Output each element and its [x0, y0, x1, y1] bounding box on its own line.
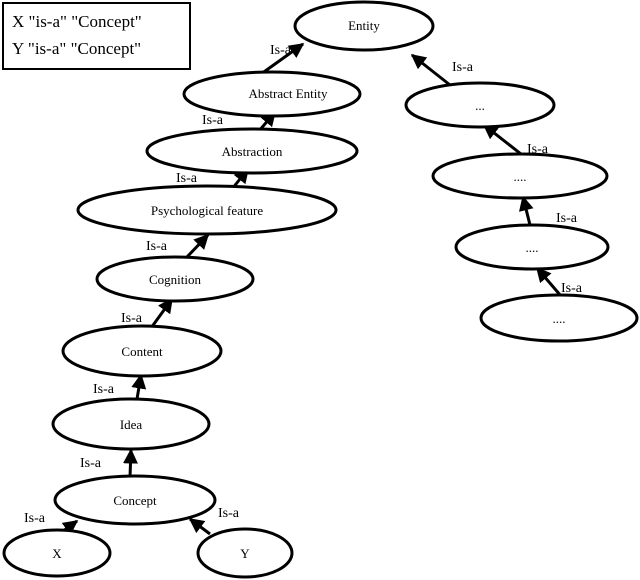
node-right4: ....: [479, 293, 639, 343]
edge-cognition-to-psychological-feature: [184, 233, 210, 260]
edge-label: Is-a: [24, 511, 46, 526]
edge-label: Is-a: [146, 239, 168, 254]
node-label: ...: [475, 98, 485, 113]
node-label: X: [52, 546, 62, 561]
node-label: Entity: [348, 18, 380, 33]
edges: [54, 42, 563, 539]
node-x: X: [2, 528, 112, 578]
node-abstract-entity: Abstract Entity: [182, 70, 362, 118]
node-label: Content: [121, 344, 163, 359]
legend-line-1: X "is-a" "Concept": [12, 12, 142, 31]
node-content: Content: [61, 324, 223, 378]
edge-label: Is-a: [202, 113, 224, 128]
node-y: Y: [196, 527, 294, 579]
edge-content-to-cognition: [149, 297, 174, 329]
edge-labels: Is-a Is-a Is-a Is-a Is-a Is-a Is-a Is-a …: [24, 43, 583, 526]
edge-label: Is-a: [270, 43, 292, 58]
edge-label: Is-a: [218, 506, 240, 521]
node-entity: Entity: [293, 0, 435, 52]
edge-right1-to-entity: [410, 53, 451, 87]
node-label: Abstraction: [222, 144, 283, 159]
edge-label: Is-a: [561, 281, 583, 296]
edge-idea-to-content: [131, 373, 147, 400]
edge-label: Is-a: [452, 60, 474, 75]
node-label: ....: [514, 169, 527, 184]
legend-line-2: Y "is-a" "Concept": [12, 39, 141, 58]
legend: X "is-a" "Concept" Y "is-a" "Concept": [2, 2, 191, 70]
edge-label: Is-a: [121, 311, 143, 326]
edge-label: Is-a: [80, 456, 102, 471]
edge-right4-to-right3: [535, 266, 563, 297]
node-right3: ....: [454, 223, 610, 271]
edge-label: Is-a: [93, 382, 115, 397]
node-concept: Concept: [53, 474, 217, 526]
node-label: Cognition: [149, 272, 202, 287]
edge-label: Is-a: [176, 171, 198, 186]
node-right1: ...: [404, 81, 556, 129]
edge-label: Is-a: [556, 211, 578, 226]
node-idea: Idea: [51, 397, 211, 451]
edge-right3-to-right2: [518, 195, 534, 226]
node-cognition: Cognition: [95, 255, 255, 303]
edge-abstract-entity-to-entity: [260, 42, 305, 76]
node-label: Psychological feature: [151, 203, 263, 218]
legend-box: [2, 2, 191, 70]
node-label: ....: [553, 311, 566, 326]
node-label: ....: [526, 240, 539, 255]
node-label: Concept: [113, 493, 157, 508]
node-right2: ....: [431, 152, 609, 200]
edge-right2-to-right1: [482, 123, 522, 156]
node-label: Idea: [120, 417, 143, 432]
node-psychological-feature: Psychological feature: [76, 184, 338, 236]
node-label: Abstract Entity: [248, 86, 328, 101]
node-label: Y: [240, 546, 250, 561]
edge-concept-to-idea: [123, 448, 138, 478]
node-abstraction: Abstraction: [145, 127, 359, 175]
edge-y-to-concept: [188, 517, 211, 536]
